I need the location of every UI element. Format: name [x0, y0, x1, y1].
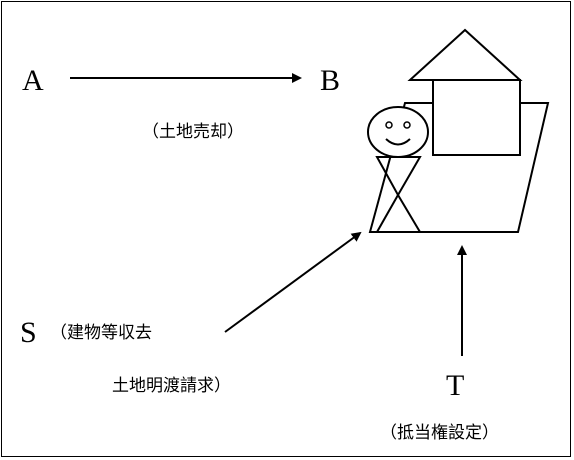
- sale-annotation: （土地売却）: [142, 122, 244, 142]
- mortgage-annotation: （抵当権設定）: [380, 423, 499, 443]
- s-claim-annotation-line1: （建物等収去: [50, 323, 152, 343]
- node-s-label: S: [20, 316, 37, 349]
- person-figure: [367, 106, 429, 233]
- person-legs: [375, 193, 422, 233]
- person-head: [367, 106, 429, 158]
- person-smile: [385, 138, 411, 146]
- person-right-eye: [403, 121, 411, 129]
- house-body: [432, 79, 521, 156]
- node-a-label: A: [22, 64, 44, 97]
- node-b-label: B: [320, 64, 341, 97]
- house-roof: [407, 28, 523, 81]
- person-left-eye: [385, 121, 393, 129]
- node-t-label: T: [446, 369, 465, 402]
- s-claim-arrow: [224, 231, 362, 333]
- s-claim-annotation-line2: 土地明渡請求）: [112, 376, 231, 396]
- person-body: [375, 156, 422, 198]
